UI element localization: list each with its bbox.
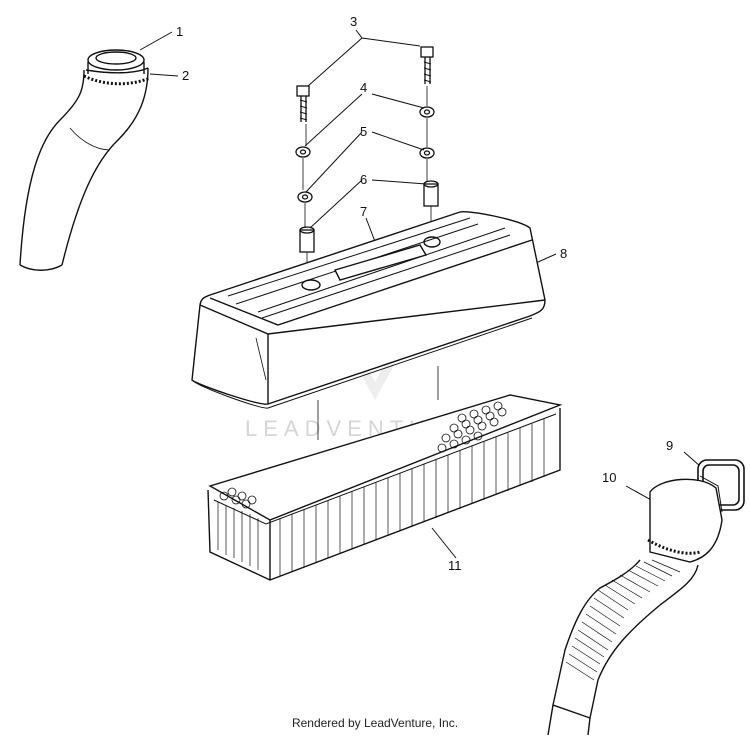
callout-2: 2 — [182, 68, 189, 83]
leader-lines — [139, 29, 701, 559]
callout-7: 7 — [360, 204, 367, 219]
callout-labels: 1 2 3 4 5 6 7 8 9 10 11 — [176, 14, 673, 573]
callout-4: 4 — [360, 80, 367, 95]
callout-8: 8 — [560, 246, 567, 261]
callout-1: 1 — [176, 24, 183, 39]
air-filter-element — [207, 394, 563, 581]
filter-pleats — [217, 419, 545, 576]
upper-duct-hose — [19, 49, 151, 271]
callout-5: 5 — [360, 124, 367, 139]
render-credit: Rendered by LeadVenture, Inc. — [291, 716, 459, 730]
callout-9: 9 — [666, 438, 673, 453]
callout-3: 3 — [350, 14, 357, 29]
callout-11: 11 — [448, 558, 462, 573]
callout-6: 6 — [360, 172, 367, 187]
mounting-hardware — [295, 46, 439, 282]
filter-holes — [219, 401, 507, 509]
callout-10: 10 — [602, 470, 616, 485]
air-box-cover — [191, 211, 546, 440]
lower-intake-duct — [547, 475, 723, 736]
duct-corrugations — [565, 559, 681, 681]
